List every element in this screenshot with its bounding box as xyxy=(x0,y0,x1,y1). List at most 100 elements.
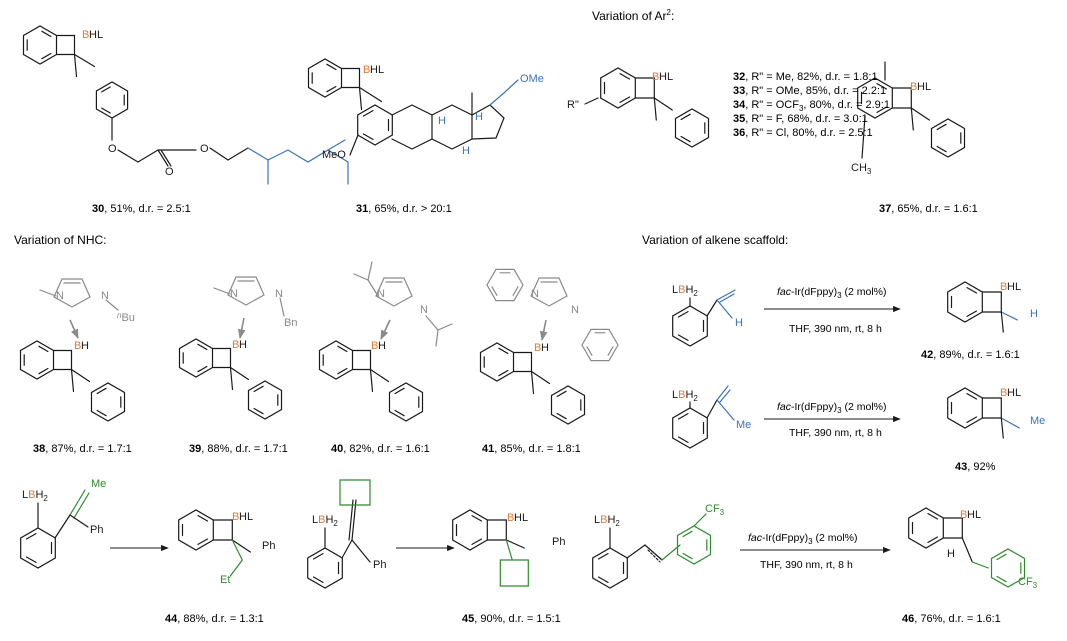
double-bond xyxy=(680,135,691,143)
bond-line xyxy=(369,368,374,393)
bond-line xyxy=(706,299,718,317)
dative-bond-arrow xyxy=(237,317,246,339)
atom-hydrogen: H xyxy=(239,339,247,351)
atom-nitrogen: N xyxy=(420,304,428,316)
bond-line xyxy=(1000,417,1004,439)
double-bond xyxy=(326,63,337,71)
atom-nbutyl: nBu xyxy=(117,311,135,324)
methoxy-bond xyxy=(349,134,359,156)
bond-line xyxy=(73,53,96,68)
atom-nitrogen: N xyxy=(531,288,539,300)
double-bond xyxy=(680,113,691,121)
cyclobutyl-ring xyxy=(339,479,371,506)
bond-line xyxy=(229,366,250,381)
atom-lb: LBH2 xyxy=(312,514,338,528)
double-bond xyxy=(996,575,1007,583)
double-bond xyxy=(197,515,209,522)
bond-line xyxy=(279,297,285,317)
benzoborete-ring xyxy=(600,67,636,109)
double-bond xyxy=(996,553,1007,561)
double-bond xyxy=(876,106,888,113)
double-bond xyxy=(677,413,689,420)
atom-nitrogen: N xyxy=(56,290,64,302)
benzoborete-ring xyxy=(22,25,58,65)
compound-label-46: 46, 76%, d.r. = 1.6:1 xyxy=(902,613,1001,625)
double-bond xyxy=(38,367,49,375)
atom-methoxy: OMe xyxy=(520,73,544,85)
aryl-ring xyxy=(592,547,628,589)
bond-line xyxy=(231,539,251,553)
atom-oxygen: O xyxy=(108,143,117,155)
atom-nitrogen: N xyxy=(571,304,579,316)
double-bond xyxy=(394,409,405,417)
benzoborete-ring xyxy=(178,509,214,551)
variation-33: 33, R" = OMe, 85%, d.r. = 2.2:1 xyxy=(733,85,886,97)
compound-label-45: 45, 90%, d.r. = 1.5:1 xyxy=(462,613,561,625)
bond-line xyxy=(213,287,231,295)
variation-32: 32, R" = Me, 82%, d.r. = 1.8:1 xyxy=(733,71,878,83)
atom-hydrogen: H xyxy=(438,115,446,127)
propenyl-bond xyxy=(69,489,86,516)
hydrogen-bond xyxy=(1000,311,1018,321)
atom-oxygen: O xyxy=(165,166,174,178)
atom-boron: B xyxy=(363,64,370,76)
methylene-bond xyxy=(716,385,729,401)
phenyl-ring xyxy=(247,380,283,420)
bond-line xyxy=(437,323,453,331)
atom-methyl: Me xyxy=(736,419,751,431)
steroid-ring-c xyxy=(431,104,473,150)
cyclohexyl-ring xyxy=(581,328,619,362)
imidazole-ring xyxy=(375,277,413,307)
double-bond xyxy=(25,556,37,563)
double-bond xyxy=(197,538,209,545)
phenyl-ring xyxy=(550,385,586,425)
bond-line xyxy=(626,544,646,559)
compound-label-31: 31, 65%, d.r. > 20:1 xyxy=(356,203,452,215)
atom-boron: B xyxy=(1000,281,1007,293)
benzoborete-ring xyxy=(307,58,343,98)
benzoborete-ring xyxy=(452,509,488,551)
atom-boron: B xyxy=(232,511,239,523)
double-bond xyxy=(326,85,337,93)
atom-hydrogen: H xyxy=(462,145,470,157)
trifluoromethyl-phenyl-ring xyxy=(990,548,1026,588)
double-bond xyxy=(73,492,90,519)
double-bond xyxy=(597,576,609,583)
cyclohexyl-ring xyxy=(486,268,524,302)
steroid-ring-b xyxy=(391,104,433,150)
atom-hydrogen: H xyxy=(475,111,483,123)
atom-hl: HL xyxy=(1007,281,1021,293)
atom-boron: B xyxy=(82,29,89,41)
atom-hl: HL xyxy=(89,29,103,41)
atom-boron: B xyxy=(910,81,917,93)
atom-nitrogen: N xyxy=(377,288,385,300)
estradiol-aromatic-ring xyxy=(357,104,393,146)
double-bond xyxy=(253,407,264,415)
double-bond xyxy=(101,86,111,93)
double-bond xyxy=(677,436,689,443)
bond-line xyxy=(229,366,234,391)
bond-line xyxy=(584,97,599,105)
compound-label-41: 41, 85%, d.r. = 1.8:1 xyxy=(482,443,581,455)
imidazole-ring xyxy=(53,278,91,308)
atom-methyl: Me xyxy=(91,478,106,490)
atom-hl: HL xyxy=(659,71,673,83)
atom-methyl: Me xyxy=(1030,415,1045,427)
bond-line xyxy=(105,299,119,311)
bond-line xyxy=(227,147,249,161)
bond-line xyxy=(367,261,373,281)
double-bond xyxy=(471,538,483,545)
compound-label-37: 37, 65%, d.r. = 1.6:1 xyxy=(879,203,978,215)
bond-line xyxy=(157,149,169,167)
double-bond xyxy=(498,369,509,377)
double-bond xyxy=(362,110,374,117)
section-header-alkene: Variation of alkene scaffold: xyxy=(642,233,788,247)
atom-hl: HL xyxy=(239,511,253,523)
double-bond xyxy=(677,334,689,341)
double-bond xyxy=(498,347,509,355)
double-bond xyxy=(927,536,939,543)
atom-hydrogen: H xyxy=(1030,308,1038,320)
conditions-solvent-46: THF, 390 nm, rt, 8 h xyxy=(760,559,853,571)
bond-line xyxy=(910,107,914,131)
variation-34: 34, R" = OCF3, 80%, d.r. = 2.9:1 xyxy=(733,99,890,113)
